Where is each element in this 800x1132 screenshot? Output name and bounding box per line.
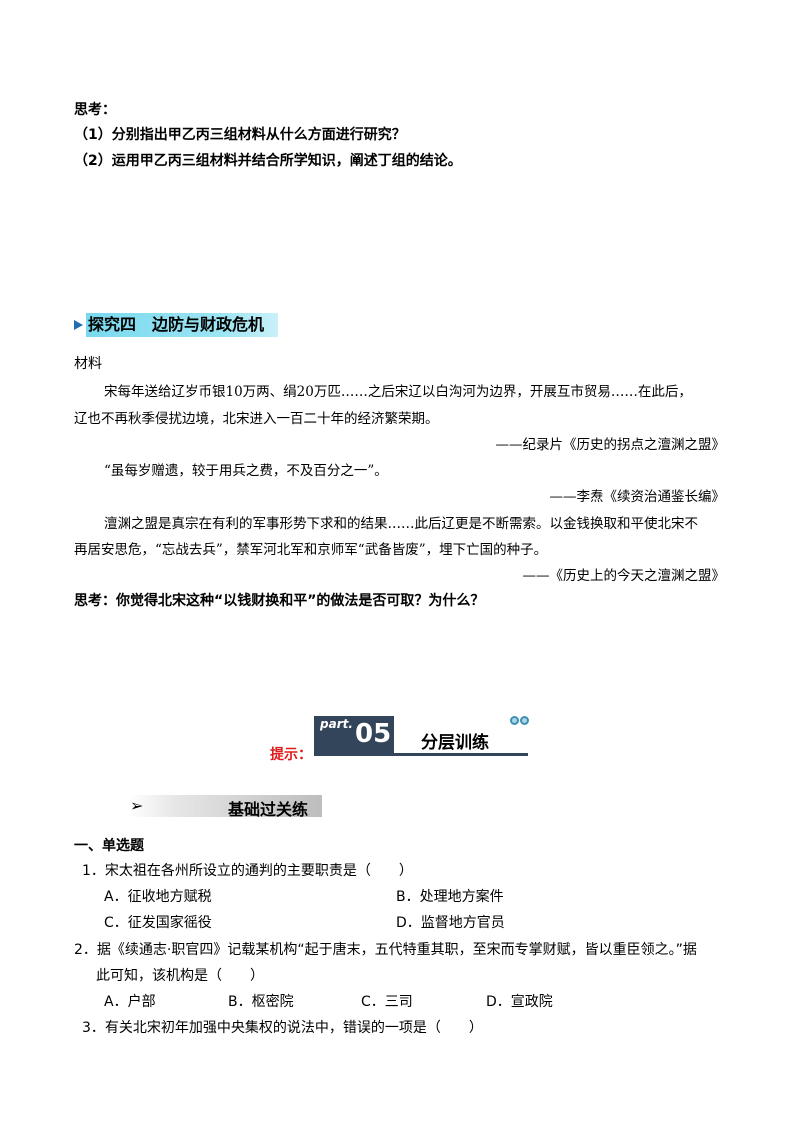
- material-paragraph-3-line-2: 再居安思危，“忘战去兵”，禁军河北军和京师军“武备皆废”，埋下亡国的种子。: [74, 542, 548, 558]
- part-number-box: [314, 716, 394, 753]
- material-paragraph-1-line-1: 宋每年送给辽岁币银10万两、绢20万匹……之后宋辽以白沟河为边界，开展互市贸易……: [104, 384, 692, 400]
- question-1-option-d: D．监督地方官员: [396, 915, 505, 931]
- question-2-stem-line-1: 2．据《续通志·职官四》记载某机构“起于唐末，五代特重其职，至宋而专掌财赋，皆以…: [74, 942, 697, 958]
- question-2-stem-line-2: 此可知，该机构是（ ）: [96, 968, 264, 984]
- question-1-stem: 1．宋太祖在各州所设立的通判的主要职责是（ ）: [82, 863, 413, 879]
- think-question-1: （1）分别指出甲乙丙三组材料从什么方面进行研究？: [74, 127, 406, 143]
- material-source-3: ——《历史上的今天之澶渊之盟》: [522, 568, 726, 584]
- question-1-option-c: C．征发国家徭役: [104, 915, 212, 931]
- material-paragraph-1-line-2: 辽也不再秋季侵扰边境，北宋进入一百二十年的经济繁荣期。: [74, 411, 439, 427]
- material-source-2: ——李焘《续资治通鉴长编》: [549, 489, 726, 505]
- question-1-option-a: A．征收地方赋税: [104, 889, 212, 905]
- arrow-icon: ➢: [130, 796, 144, 815]
- tip-label: 提示：: [270, 747, 312, 763]
- think-question-section4: 思考：你觉得北宋这种“以钱财换和平”的做法是否可取？为什么？: [74, 593, 485, 609]
- question-3-stem: 3．有关北宋初年加强中央集权的说法中，错误的一项是（ ）: [82, 1020, 483, 1036]
- triangle-marker-icon: [74, 320, 83, 330]
- question-2-option-a: A．户部: [104, 994, 156, 1010]
- part-title: 分层训练: [421, 733, 489, 753]
- material-label: 材料: [74, 356, 102, 372]
- material-paragraph-2: “虽每岁赠遗，较于用兵之费，不及百分之一”。: [104, 463, 388, 479]
- section-heading-text: 探究四 边防与财政危机: [86, 313, 279, 337]
- part-number: 05: [355, 719, 392, 749]
- question-section-title: 一、单选题: [74, 838, 144, 854]
- part-label: part.: [320, 717, 353, 731]
- question-2-option-b: B．枢密院: [228, 994, 294, 1010]
- part-underline: [314, 753, 528, 756]
- section-heading-4: 探究四 边防与财政危机: [74, 313, 279, 337]
- basic-practice-bar: [128, 795, 322, 817]
- think-title: 思考：: [74, 102, 116, 118]
- basic-practice-title: 基础过关练: [228, 800, 309, 819]
- material-source-1: ——纪录片《历史的拐点之澶渊之盟》: [495, 437, 726, 453]
- question-2-option-d: D．宣政院: [486, 994, 553, 1010]
- decor-dot-icon: [520, 716, 529, 725]
- decor-dot-icon: [510, 716, 519, 725]
- think-question-2: （2）运用甲乙丙三组材料并结合所学知识，阐述丁组的结论。: [74, 153, 462, 169]
- question-2-option-c: C．三司: [361, 994, 413, 1010]
- material-paragraph-3-line-1: 澶渊之盟是真宗在有利的军事形势下求和的结果……此后辽更是不断需索。以金钱换取和平…: [104, 516, 698, 532]
- question-1-option-b: B．处理地方案件: [396, 889, 504, 905]
